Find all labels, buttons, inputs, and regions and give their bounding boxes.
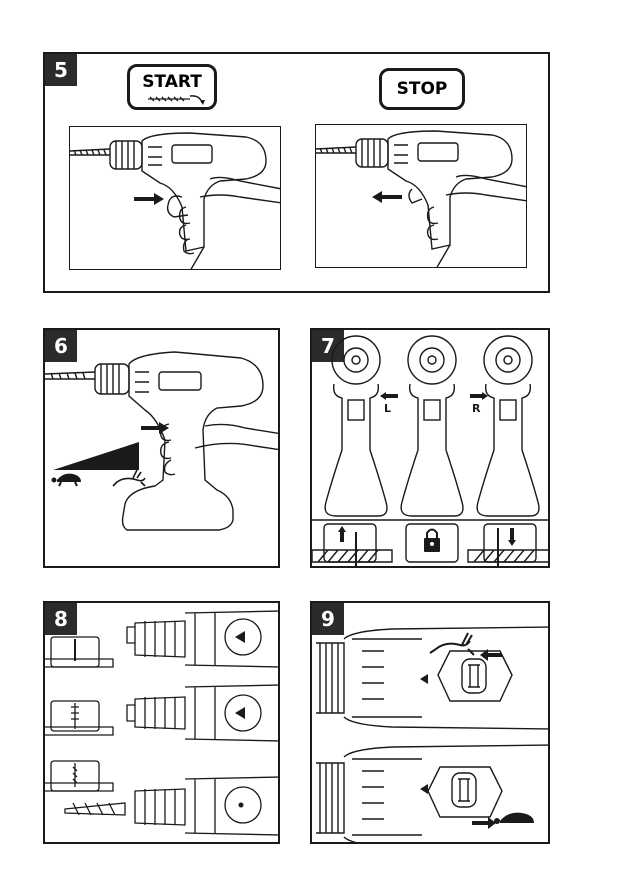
right-rotation-label: R: [472, 402, 480, 415]
drill-icon: [45, 330, 280, 568]
drill-icon: [70, 127, 281, 270]
stop-button-illustration: STOP: [379, 68, 465, 110]
start-drill-frame: [69, 126, 281, 270]
arrow-icon: [508, 528, 516, 546]
speed-ramp-icon: [53, 442, 139, 470]
hare-icon: [113, 470, 145, 486]
stop-label: STOP: [397, 79, 448, 99]
step-5-panel: 5 START STOP: [43, 52, 550, 293]
tortoise-icon: [52, 474, 82, 486]
step-9-panel: 9: [310, 601, 550, 844]
step-8-panel: 8: [43, 601, 280, 844]
tortoise-icon: [500, 813, 534, 823]
arrow-icon: [338, 526, 346, 542]
left-rotation-label: L: [384, 402, 391, 415]
step-7-panel: 7: [310, 328, 550, 568]
hare-icon: [430, 633, 474, 655]
step-number-5: 5: [45, 54, 77, 86]
clutch-settings: [45, 603, 280, 844]
step-6-panel: 6: [43, 328, 280, 568]
stop-drill-frame: [315, 124, 527, 268]
gear-selector: [312, 603, 550, 844]
start-button-illustration: START: [127, 64, 217, 110]
drill-icon: [316, 125, 527, 268]
drill-front-views: [312, 330, 550, 568]
arrow-icon: [472, 817, 496, 829]
drill-bit-icon: [130, 67, 220, 113]
